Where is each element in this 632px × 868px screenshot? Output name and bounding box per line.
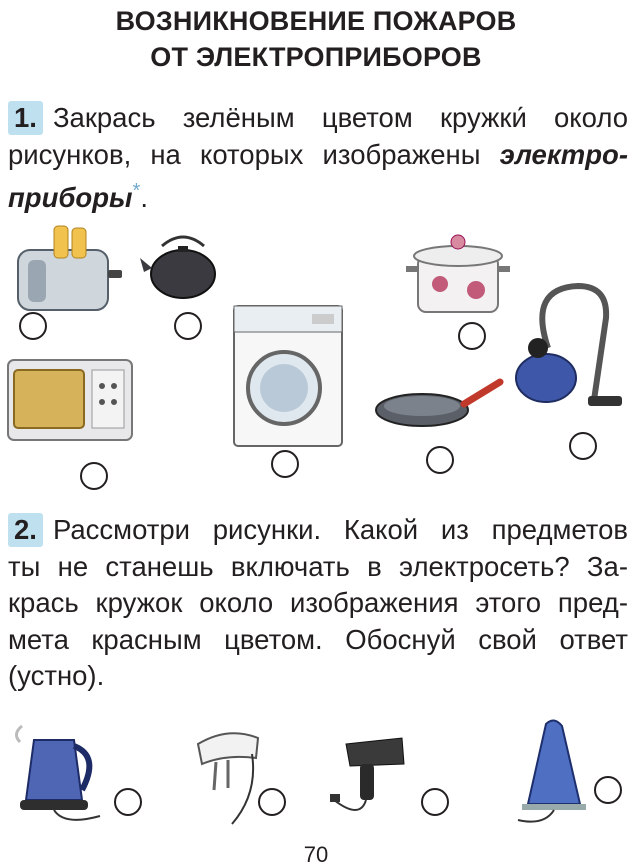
task2-line2: ты не станешь включать в электросеть? За… <box>8 550 628 582</box>
saucepan-circle[interactable] <box>458 322 486 350</box>
kettle-icon <box>140 235 216 299</box>
iron-icon <box>517 719 586 823</box>
mixer-icon <box>196 732 260 825</box>
task1-text: 1. Закрась зелёным цветом кружки́ около р… <box>8 101 628 214</box>
footnote-asterisk: * <box>132 180 141 202</box>
term-electro: электро- <box>499 138 628 170</box>
microwave-icon <box>7 359 133 441</box>
page-title-line2: ОТ ЭЛЕКТРОПРИБОРОВ <box>150 42 482 72</box>
washing-machine-circle[interactable] <box>271 450 299 478</box>
vacuum-cleaner-icon <box>515 282 622 406</box>
task2-text: 2.Рассмотри рисунки. Какой из предметов … <box>8 512 628 695</box>
page-number: 70 <box>303 842 329 867</box>
iron-circle[interactable] <box>594 776 622 804</box>
hair-dryer-icon <box>330 737 405 811</box>
task2-number: 2. <box>8 513 43 547</box>
mixer-circle[interactable] <box>258 788 286 816</box>
frying-pan-circle[interactable] <box>426 446 454 474</box>
electric-kettle-circle[interactable] <box>114 788 142 816</box>
toaster-circle[interactable] <box>19 312 47 340</box>
kettle-circle[interactable] <box>174 312 202 340</box>
task2-line4: мета красным цветом. Обоснуй свой ответ <box>8 623 628 655</box>
term-pribory: приборы <box>8 182 133 214</box>
task1-line1: Закрась зелёным цветом кружки́ около <box>52 102 628 133</box>
toaster-icon <box>17 225 122 311</box>
frying-pan-icon <box>375 378 504 427</box>
task2-line1: Рассмотри рисунки. Какой из предметов <box>52 514 628 545</box>
electric-kettle-icon <box>15 724 101 821</box>
vacuum-cleaner-circle[interactable] <box>569 432 597 460</box>
washing-machine-icon <box>233 305 343 447</box>
task1-number: 1. <box>8 101 43 135</box>
task1-line2: рисунков, на которых изображены <box>8 138 500 170</box>
microwave-circle[interactable] <box>80 462 108 490</box>
page-title-line1: ВОЗНИКНОВЕНИЕ ПОЖАРОВ <box>115 6 517 36</box>
task2-line5: (устно). <box>8 660 105 691</box>
hair-dryer-circle[interactable] <box>421 788 449 816</box>
saucepan-icon <box>406 234 510 313</box>
task2-line3: крась кружок около изображения этого пре… <box>8 587 628 618</box>
